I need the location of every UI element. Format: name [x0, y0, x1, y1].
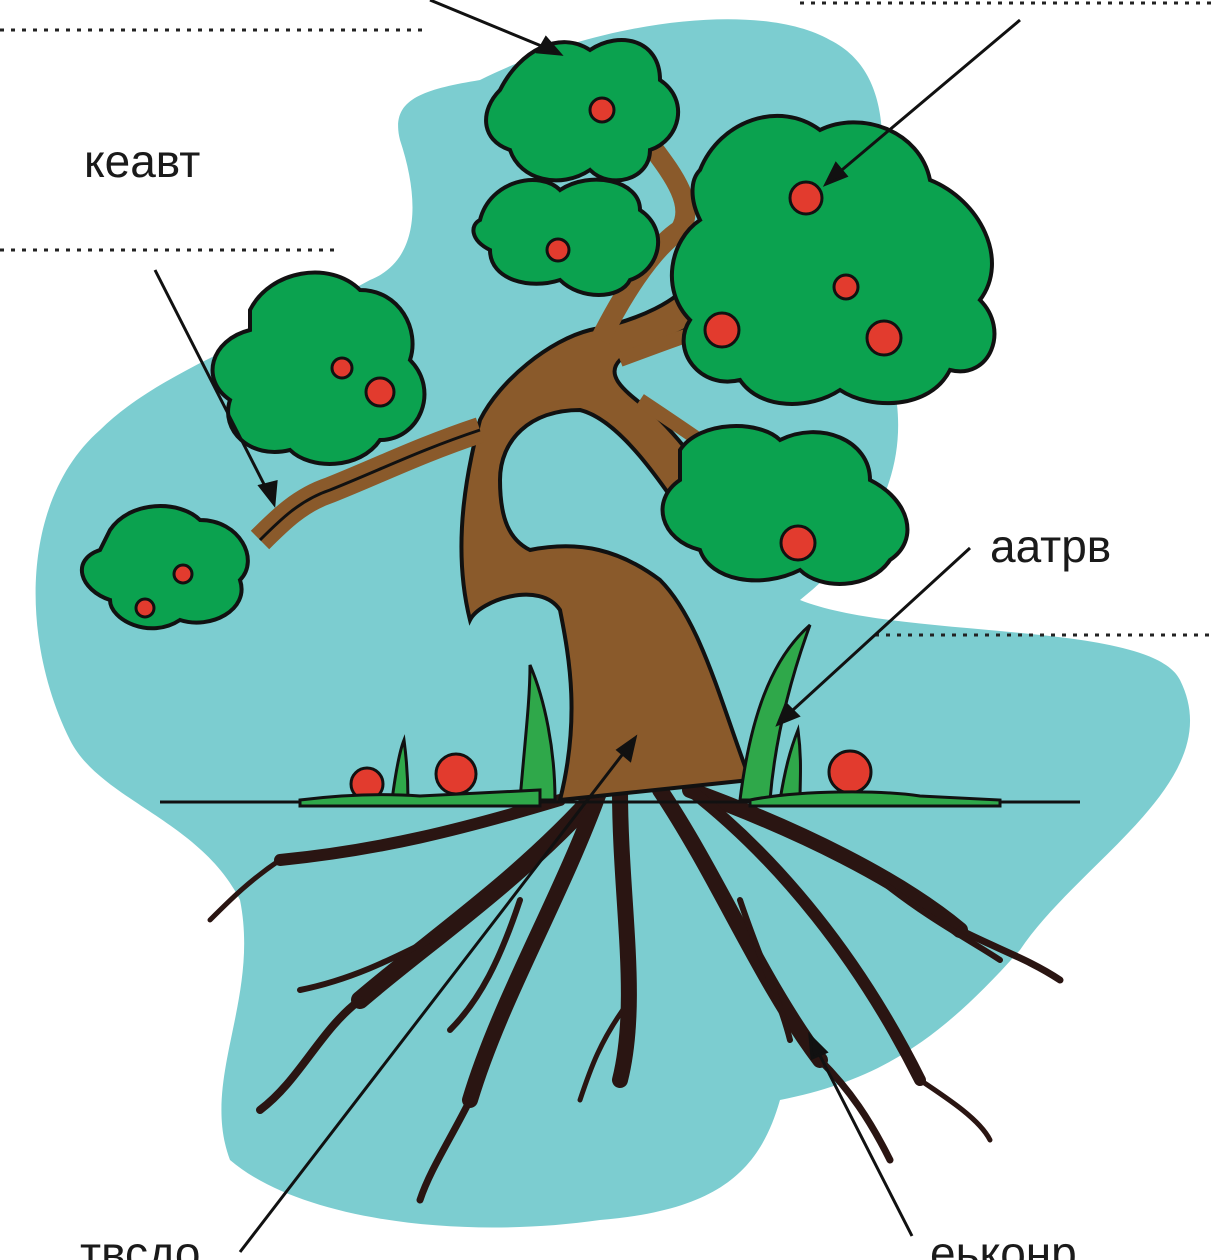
foliage-right-big [672, 116, 995, 404]
label-leaves: кеавт [84, 138, 200, 184]
apple [829, 751, 871, 793]
apple [705, 313, 739, 347]
foliage-top [486, 40, 678, 180]
apple [136, 599, 154, 617]
foliage-left [213, 273, 425, 464]
apple [867, 321, 901, 355]
apple [834, 275, 858, 299]
apple [436, 754, 476, 794]
label-trunk: твсдо [80, 1230, 200, 1260]
pointer-line-top [430, 0, 556, 52]
apple [590, 98, 614, 122]
apple [366, 378, 394, 406]
label-root: еьконр [930, 1230, 1077, 1260]
label-grass: аатрв [990, 523, 1111, 569]
apple [547, 239, 569, 261]
apple [781, 526, 815, 560]
apple [790, 182, 822, 214]
apple [332, 358, 352, 378]
apple [174, 565, 192, 583]
